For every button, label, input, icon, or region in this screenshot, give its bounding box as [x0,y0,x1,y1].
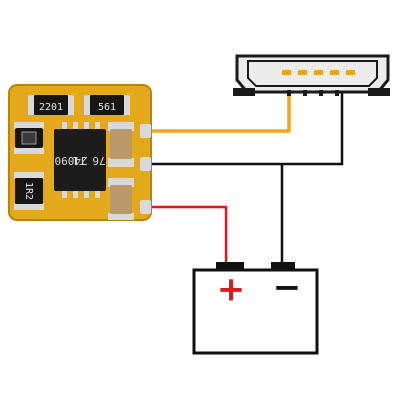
resistor-3-label: 1R2 [23,182,34,200]
pcb-pad-bottom [140,200,151,214]
pcb-pad-top [140,124,151,138]
ic-chip: 76 T1 24090 [54,122,106,198]
usb-pin [346,70,355,75]
battery: + − [192,262,319,355]
usb-lead [319,90,323,96]
usb-lead [287,90,291,96]
micro-usb-connector [233,54,390,96]
battery-body [192,268,319,355]
wire-black-usb [150,92,344,166]
wire-orange [150,92,291,133]
resistor-2-label: 561 [98,102,116,113]
charger-module: 2201 561 1R2 [8,84,152,221]
usb-leads [287,90,339,96]
resistor-1-label: 2201 [39,102,63,113]
usb-pins [282,70,355,75]
usb-inner [247,60,378,87]
wire-red [150,205,228,264]
usb-pin [314,70,323,75]
usb-lead [303,90,307,96]
ic-pins-top [62,122,100,131]
pcb-pad-middle [140,157,151,171]
ic-label-line2: 24090 [54,154,87,167]
led-component [14,122,44,154]
battery-terminal-positive [216,262,244,272]
ic-label-line1: 76 T1 [72,154,105,167]
usb-pin [298,70,307,75]
wires [150,92,344,264]
capacitor-top [108,122,134,167]
battery-minus-symbol: − [273,268,302,308]
usb-pin [282,70,291,75]
usb-lead [335,90,339,96]
usb-pin [330,70,339,75]
resistor-2: 561 [84,95,130,115]
resistor-1: 2201 [28,95,74,115]
resistor-3: 1R2 [14,172,44,210]
battery-terminal-negative [271,262,295,272]
capacitor-bottom [108,178,134,220]
usb-tab-right [368,88,390,96]
battery-plus-symbol: + [217,270,246,310]
ic-pins-bottom [62,189,100,198]
usb-tab-left [233,88,255,96]
